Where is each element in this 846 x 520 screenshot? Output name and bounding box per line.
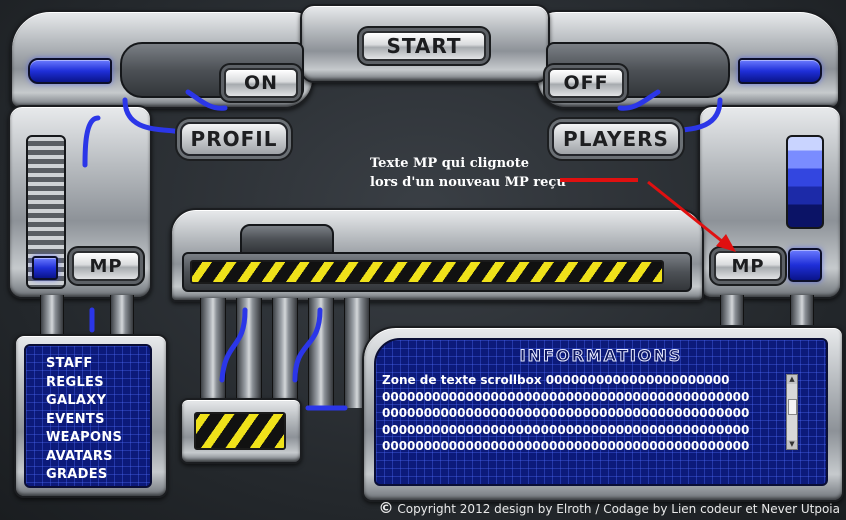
- menu-item-events[interactable]: EVENTS: [46, 411, 105, 427]
- pipe-1: [200, 298, 226, 408]
- info-panel: INFORMATIONS Zone de texte scrollbox 000…: [374, 338, 828, 486]
- scroll-thumb[interactable]: [788, 399, 797, 415]
- top-right-light: [738, 58, 822, 84]
- info-scrollbar[interactable]: ▲ ▼: [786, 374, 798, 450]
- menu-item-avatars[interactable]: AVATARS: [46, 448, 113, 464]
- players-button[interactable]: PLAYERS: [552, 122, 680, 156]
- menu-item-galaxy[interactable]: GALAXY: [46, 393, 107, 408]
- info-title: INFORMATIONS: [519, 346, 683, 366]
- info-line-5: 0000000000000000000000000000000000000000…: [382, 439, 750, 453]
- pipe-2: [236, 298, 262, 408]
- info-line-2: 0000000000000000000000000000000000000000…: [382, 389, 750, 404]
- menu-item-grades[interactable]: GRADES: [46, 467, 108, 482]
- mp-button-left[interactable]: MP: [72, 251, 140, 281]
- central-hazard-stripe: [190, 260, 664, 284]
- copyright: © Copyright 2012 design by Elroth / Coda…: [379, 499, 840, 517]
- mp-button-right[interactable]: MP: [714, 251, 782, 281]
- menu-item-regles[interactable]: REGLES: [46, 374, 104, 390]
- pipe-3: [272, 298, 298, 408]
- pipe-right-b: [790, 295, 814, 325]
- profil-button[interactable]: PROFIL: [180, 122, 288, 156]
- on-button[interactable]: ON: [224, 68, 298, 98]
- pipe-left-b: [110, 295, 134, 335]
- scroll-down-icon[interactable]: ▼: [787, 440, 797, 449]
- menu-panel: STAFF REGLES GALAXY EVENTS WEAPONS AVATA…: [24, 344, 152, 488]
- info-line-1: Zone de texte scrollbox 0000000000000000…: [382, 373, 730, 387]
- menu-item-weapons[interactable]: WEAPONS: [46, 430, 123, 445]
- start-button[interactable]: START: [362, 31, 486, 61]
- lower-hazard-stripe: [194, 412, 286, 450]
- right-gauge: [786, 135, 824, 229]
- info-line-3: 0000000000000000000000000000000000000000…: [382, 406, 750, 420]
- copyright-icon: ©: [378, 499, 394, 517]
- pipe-right-a: [720, 295, 744, 325]
- left-gauge-light: [32, 256, 58, 280]
- top-left-light: [28, 58, 112, 84]
- copyright-text: Copyright 2012 design by Elroth / Codage…: [397, 502, 840, 516]
- mp-blink-annotation: Texte MP qui clignote lors d'un nouveau …: [370, 154, 580, 192]
- central-handle: [240, 224, 334, 254]
- annotation-line-2: lors d'un nouveau MP reçu: [370, 175, 566, 190]
- pipe-left-a: [40, 295, 64, 335]
- menu-item-staff[interactable]: STAFF: [46, 356, 93, 371]
- info-line-4: 0000000000000000000000000000000000000000…: [382, 422, 750, 437]
- right-square-light: [788, 248, 822, 282]
- pipe-4: [308, 298, 334, 408]
- off-button[interactable]: OFF: [548, 68, 624, 98]
- info-scrollbox[interactable]: Zone de texte scrollbox 0000000000000000…: [382, 372, 786, 456]
- scroll-up-icon[interactable]: ▲: [787, 375, 797, 384]
- annotation-line-1: Texte MP qui clignote: [370, 156, 529, 171]
